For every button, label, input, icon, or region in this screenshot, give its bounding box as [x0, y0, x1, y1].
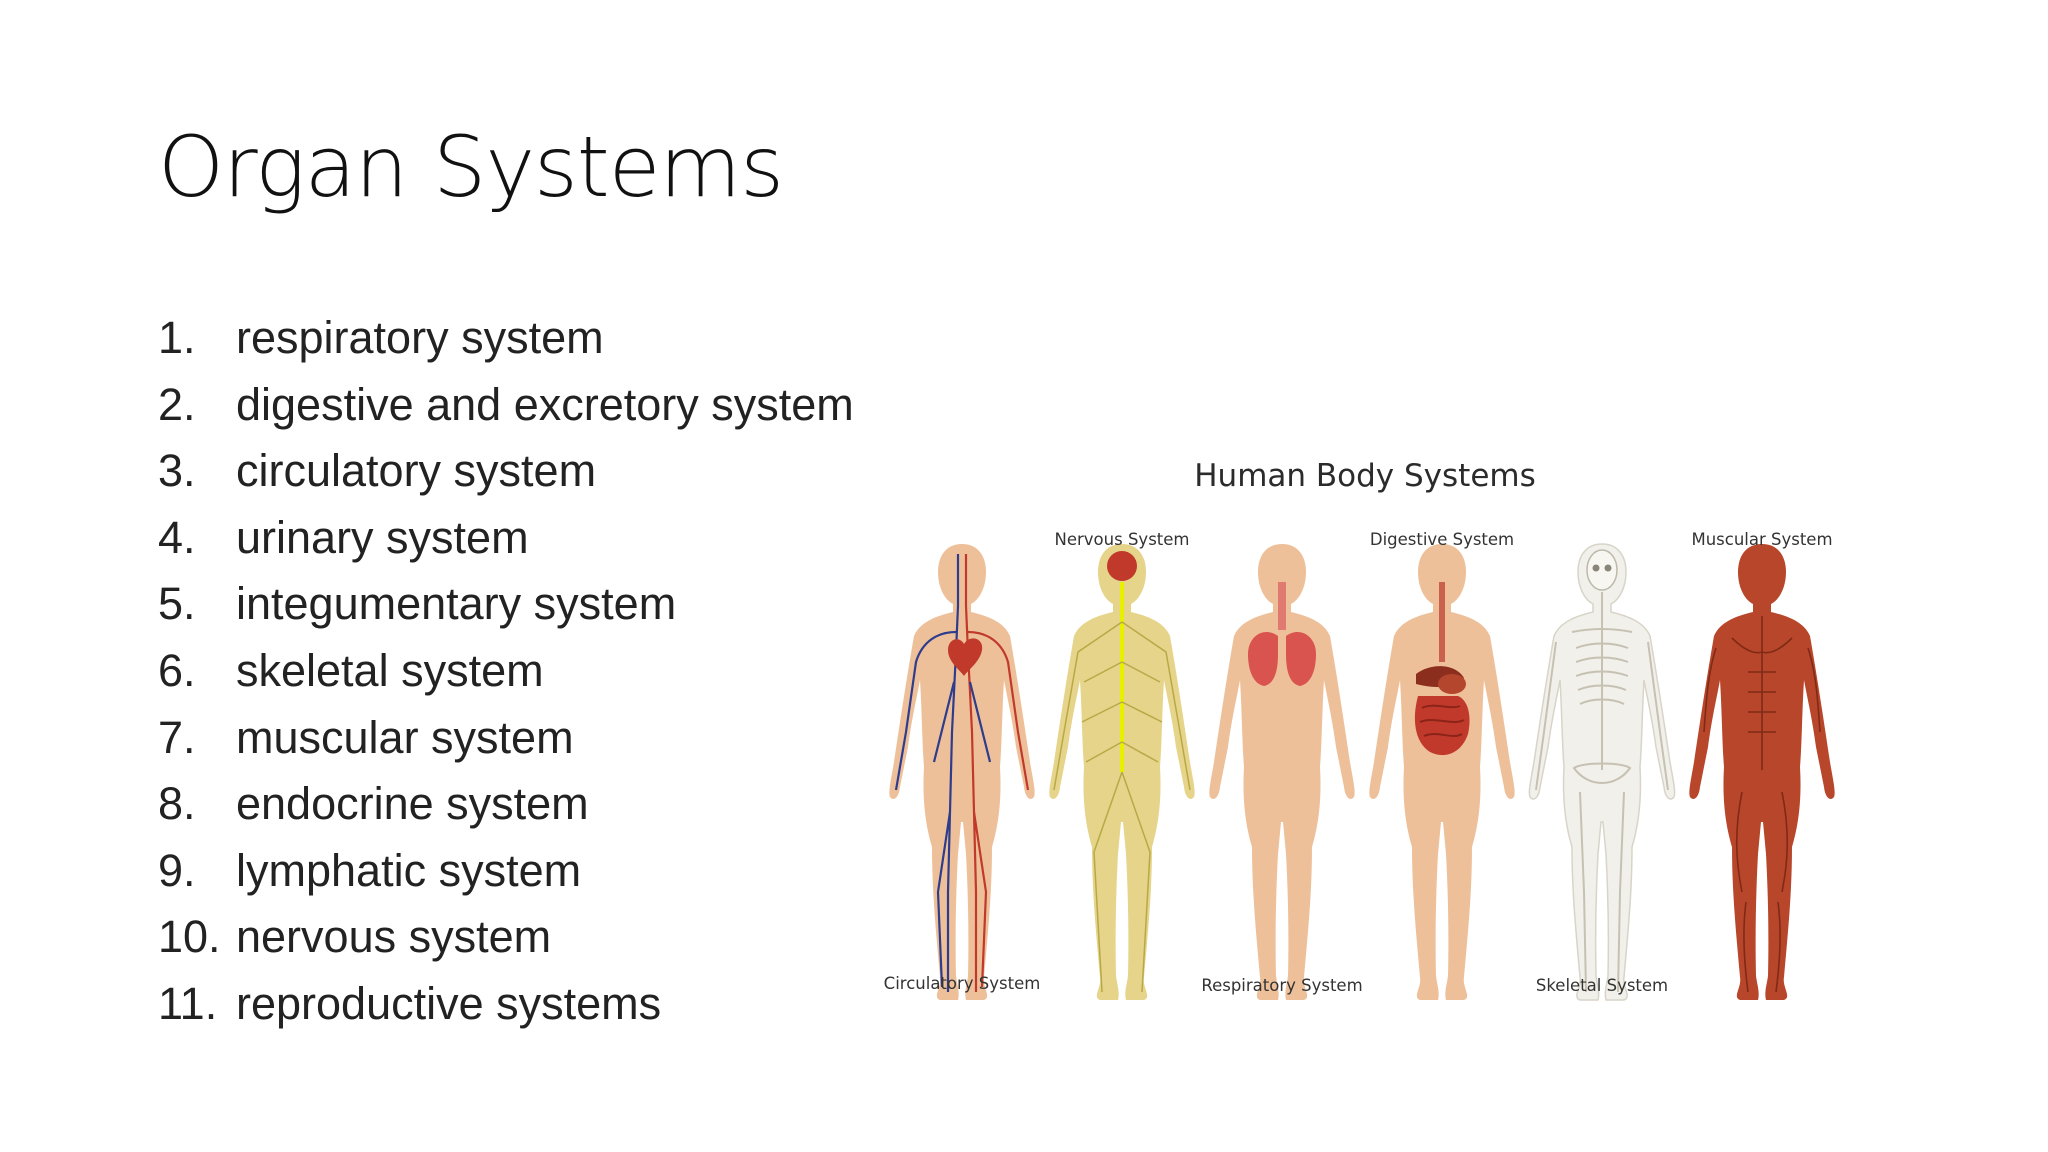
list-item-number: 9. [158, 844, 196, 896]
list-item: 5. integumentary system [158, 578, 854, 645]
list-item: 7. muscular system [158, 712, 854, 779]
list-item-number: 6. [158, 644, 196, 696]
list-item-text: urinary system [236, 511, 529, 563]
respiratory-figure [1209, 544, 1355, 1000]
list-item-text: nervous system [236, 911, 552, 963]
list-item: 11. reproductive systems [158, 978, 854, 1045]
skeletal-figure [1528, 543, 1676, 1001]
muscular-system-label: Muscular System [1691, 530, 1833, 549]
slide-title: Organ Systems [158, 118, 784, 216]
list-item-text: reproductive systems [236, 977, 662, 1029]
muscular-figure [1689, 544, 1835, 1000]
organ-systems-list: 1. respiratory system 2. digestive and exc… [158, 312, 854, 1045]
human-body-systems-figure: Human Body Systems Nervous System Digest… [880, 440, 1850, 1010]
list-item: 2. digestive and excretory system [158, 379, 854, 446]
list-item-number: 1. [158, 312, 196, 363]
respiratory-system-label: Respiratory System [1201, 976, 1363, 995]
list-item-text: digestive and excretory system [236, 378, 854, 430]
list-item: 8. endocrine system [158, 778, 854, 845]
list-item-text: circulatory system [236, 445, 597, 497]
list-item-text: endocrine system [236, 778, 589, 830]
list-item-number: 8. [158, 778, 196, 830]
nervous-figure [1049, 544, 1195, 1000]
circulatory-system-label: Circulatory System [883, 974, 1041, 993]
list-item-number: 10. [158, 911, 221, 963]
list-item: 4. urinary system [158, 512, 854, 579]
circulatory-figure [889, 544, 1035, 1000]
nervous-system-label: Nervous System [1054, 530, 1190, 549]
body-illustration [889, 543, 1835, 1001]
digestive-system-label: Digestive System [1369, 530, 1515, 549]
list-item: 3. circulatory system [158, 445, 854, 512]
figure-title: Human Body Systems [1194, 458, 1536, 494]
list-item: 6. skeletal system [158, 645, 854, 712]
list-item-number: 7. [158, 711, 196, 763]
list-item-number: 2. [158, 378, 196, 430]
digestive-figure [1369, 544, 1515, 1000]
list-item-number: 4. [158, 511, 196, 563]
list-item-text: muscular system [236, 711, 574, 763]
list-item-text: skeletal system [236, 644, 544, 696]
list-item: 10. nervous system [158, 911, 854, 978]
list-item-number: 3. [158, 445, 196, 497]
list-item-text: respiratory system [236, 312, 604, 363]
list-item-text: lymphatic system [236, 844, 582, 896]
list-item: 9. lymphatic system [158, 845, 854, 912]
skeletal-system-label: Skeletal System [1535, 976, 1669, 995]
list-item-text: integumentary system [236, 578, 677, 630]
list-item-number: 11. [158, 977, 218, 1029]
list-item-number: 5. [158, 578, 196, 630]
list-item: 1. respiratory system [158, 312, 854, 379]
